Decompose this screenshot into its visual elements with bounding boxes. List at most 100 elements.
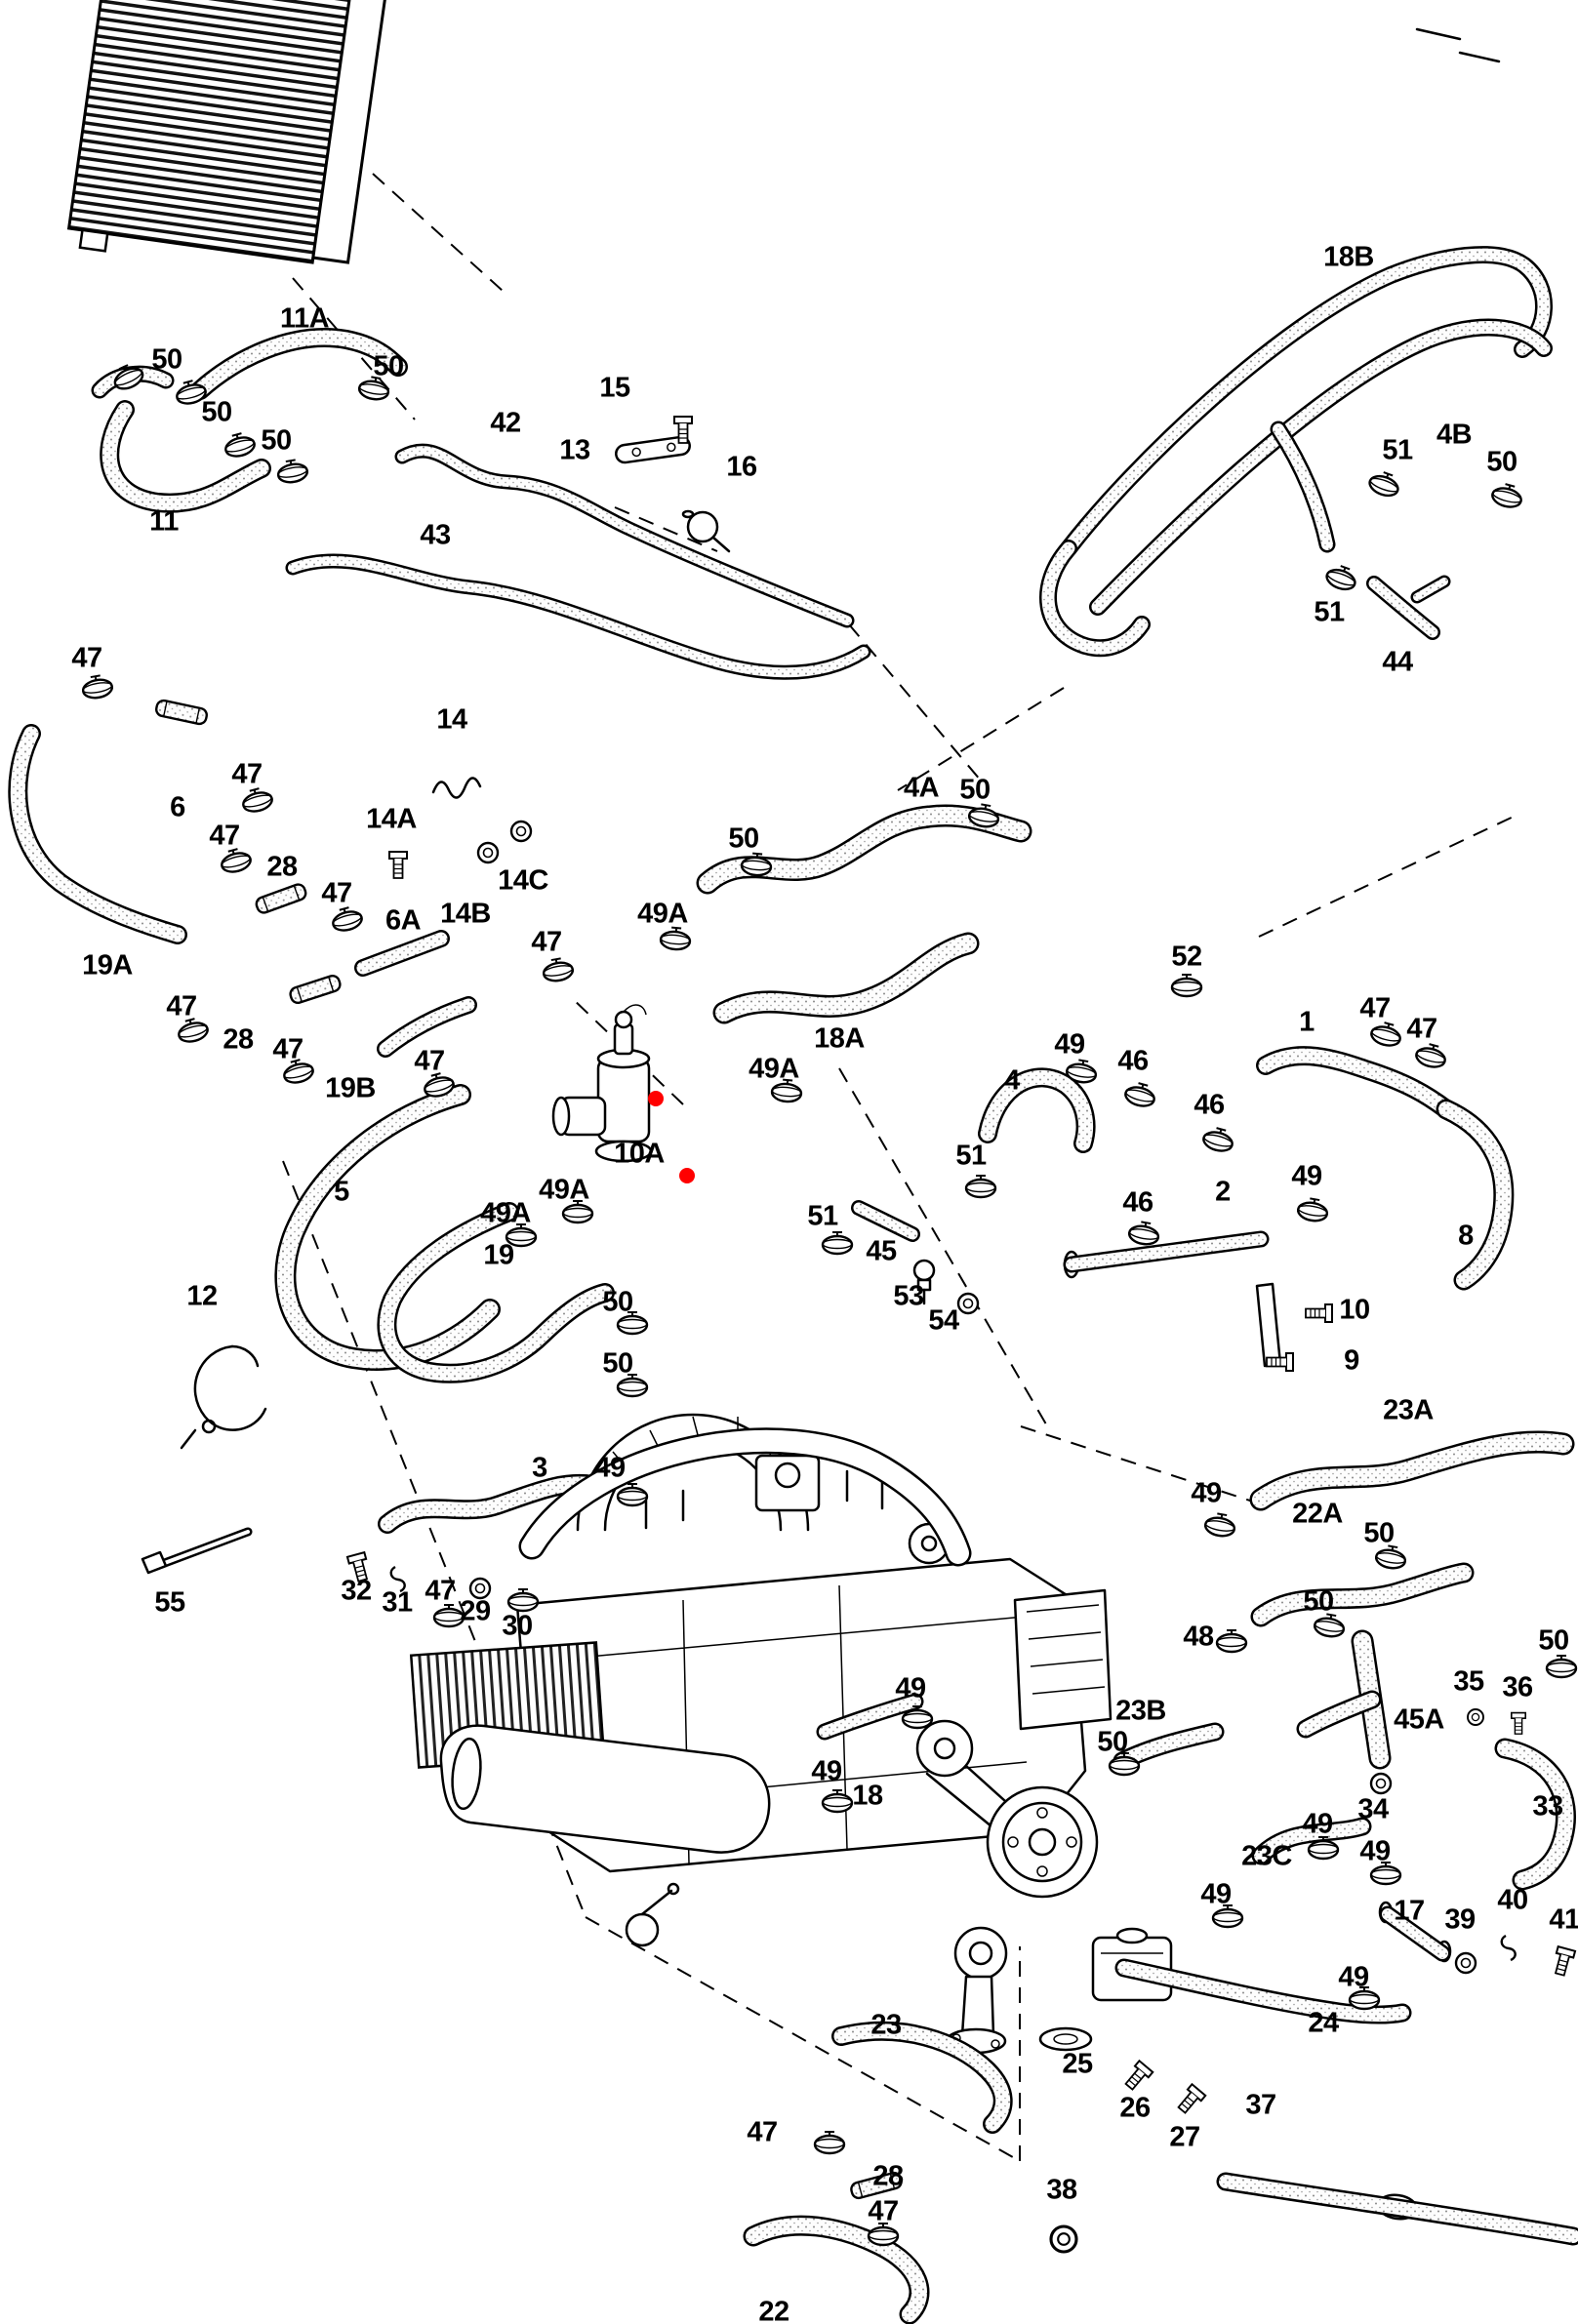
part-label-50[interactable]: 50 [602,1286,633,1318]
part-label-27[interactable]: 27 [1169,2121,1200,2153]
part-label-42[interactable]: 42 [490,407,521,439]
part-label-45A[interactable]: 45A [1394,1703,1444,1736]
part-label-50[interactable]: 50 [1538,1624,1569,1657]
part-label-50[interactable]: 50 [728,822,759,855]
part-label-47[interactable]: 47 [1406,1013,1437,1045]
part-label-49[interactable]: 49 [1338,1961,1369,1993]
part-label-39[interactable]: 39 [1444,1903,1476,1936]
part-label-50[interactable]: 50 [373,350,404,382]
part-label-49[interactable]: 49 [594,1452,626,1484]
part-label-17[interactable]: 17 [1394,1895,1425,1927]
part-label-14[interactable]: 14 [436,703,467,736]
part-label-19B[interactable]: 19B [325,1072,376,1104]
part-label-47[interactable]: 47 [231,758,263,790]
part-label-47[interactable]: 47 [71,642,102,674]
part-label-49[interactable]: 49 [811,1755,842,1787]
part-label-49A[interactable]: 49A [480,1197,531,1229]
part-label-50[interactable]: 50 [151,343,182,376]
part-label-46[interactable]: 46 [1117,1045,1149,1077]
part-label-28[interactable]: 28 [872,2160,904,2192]
part-label-28[interactable]: 28 [223,1023,254,1056]
part-label-49[interactable]: 49 [1054,1028,1085,1061]
part-label-14B[interactable]: 14B [440,898,491,930]
part-label-38[interactable]: 38 [1046,2174,1077,2206]
part-label-46[interactable]: 46 [1194,1089,1225,1121]
part-label-16[interactable]: 16 [726,451,757,483]
part-label-14A[interactable]: 14A [366,803,417,835]
part-label-4B[interactable]: 4B [1436,419,1473,451]
part-label-51[interactable]: 51 [807,1200,838,1232]
part-label-49[interactable]: 49 [1200,1878,1232,1910]
part-label-47[interactable]: 47 [272,1033,303,1065]
part-label-33[interactable]: 33 [1532,1790,1563,1823]
part-label-47[interactable]: 47 [1359,992,1391,1024]
part-label-49[interactable]: 49 [1191,1477,1222,1509]
part-label-1[interactable]: 1 [1299,1006,1315,1038]
part-label-54[interactable]: 54 [928,1304,959,1337]
part-label-19A[interactable]: 19A [82,949,133,982]
part-label-29[interactable]: 29 [460,1595,491,1627]
part-label-47[interactable]: 47 [414,1045,445,1077]
part-label-18A[interactable]: 18A [814,1022,865,1055]
part-label-11[interactable]: 11 [149,505,179,538]
part-label-50[interactable]: 50 [602,1347,633,1380]
part-label-47[interactable]: 47 [209,820,240,852]
part-label-6A[interactable]: 6A [384,904,422,937]
part-label-50[interactable]: 50 [959,774,991,806]
part-label-25[interactable]: 25 [1062,2048,1093,2080]
part-label-41[interactable]: 41 [1549,1903,1578,1936]
part-label-34[interactable]: 34 [1357,1793,1389,1825]
part-label-32[interactable]: 32 [341,1575,372,1607]
part-label-37[interactable]: 37 [1245,2089,1276,2121]
part-label-45[interactable]: 45 [866,1235,897,1267]
part-label-49[interactable]: 49 [1302,1808,1333,1840]
part-label-23C[interactable]: 23C [1241,1840,1292,1872]
part-label-52[interactable]: 52 [1171,941,1202,973]
part-label-43[interactable]: 43 [420,519,451,551]
part-label-48[interactable]: 48 [1183,1621,1214,1653]
part-label-47[interactable]: 47 [425,1575,456,1607]
part-label-13[interactable]: 13 [559,434,590,466]
part-label-50[interactable]: 50 [261,424,292,457]
part-label-50[interactable]: 50 [1097,1726,1128,1758]
part-label-47[interactable]: 47 [321,877,352,909]
part-label-36[interactable]: 36 [1502,1671,1533,1703]
part-label-22[interactable]: 22 [758,2296,789,2324]
part-label-49A[interactable]: 49A [637,898,688,930]
part-label-12[interactable]: 12 [186,1280,218,1312]
part-label-9[interactable]: 9 [1344,1344,1359,1377]
part-label-49[interactable]: 49 [1359,1835,1391,1867]
part-label-49[interactable]: 49 [895,1672,926,1704]
part-label-31[interactable]: 31 [382,1586,413,1619]
part-label-6[interactable]: 6 [170,791,185,823]
part-label-5[interactable]: 5 [334,1176,349,1208]
part-label-15[interactable]: 15 [599,372,630,404]
part-label-35[interactable]: 35 [1453,1665,1484,1698]
part-label-22A[interactable]: 22A [1292,1498,1343,1530]
part-label-23A[interactable]: 23A [1383,1394,1434,1426]
part-label-30[interactable]: 30 [502,1610,533,1642]
part-label-51[interactable]: 51 [1382,434,1413,466]
part-label-49A[interactable]: 49A [749,1053,799,1085]
part-label-26[interactable]: 26 [1119,2092,1151,2124]
part-label-18B[interactable]: 18B [1323,241,1374,273]
part-label-50[interactable]: 50 [1486,446,1517,478]
part-label-50[interactable]: 50 [1363,1517,1395,1549]
part-label-51[interactable]: 51 [1314,596,1345,628]
part-label-11A[interactable]: 11A [279,302,330,335]
part-label-50[interactable]: 50 [1303,1585,1334,1618]
part-label-47[interactable]: 47 [166,990,197,1022]
part-label-49A[interactable]: 49A [539,1174,589,1206]
part-label-46[interactable]: 46 [1122,1186,1153,1219]
part-label-19[interactable]: 19 [483,1239,514,1271]
part-label-49[interactable]: 49 [1291,1160,1322,1192]
part-label-3[interactable]: 3 [532,1452,547,1484]
part-label-47[interactable]: 47 [747,2116,778,2148]
part-label-23[interactable]: 23 [870,2009,902,2041]
part-label-18[interactable]: 18 [852,1780,883,1812]
part-label-8[interactable]: 8 [1458,1220,1474,1252]
part-label-47[interactable]: 47 [868,2195,899,2227]
part-label-50[interactable]: 50 [201,396,232,428]
part-label-10[interactable]: 10 [1339,1294,1370,1326]
part-label-4[interactable]: 4 [1004,1064,1020,1097]
